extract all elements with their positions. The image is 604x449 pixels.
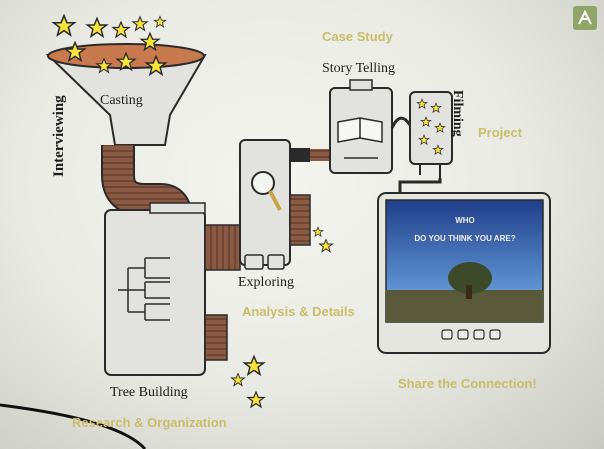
exploring-box — [240, 140, 290, 269]
label-tree-building: Tree Building — [110, 386, 188, 400]
label-case-study: Case Study — [322, 30, 393, 43]
label-casting: Casting — [100, 94, 143, 108]
tree-building-box — [105, 203, 205, 375]
tree-outlet-pipe — [205, 315, 227, 360]
book-icon — [338, 118, 382, 142]
label-project: Project — [478, 126, 522, 139]
screen-line2: DO YOU THINK YOU ARE? — [400, 234, 530, 243]
label-exploring: Exploring — [238, 276, 294, 290]
story-telling-box — [330, 80, 392, 173]
screen-line1: WHO — [450, 216, 480, 225]
label-research-organization: Research & Organization — [72, 416, 227, 429]
tree-explore-pipe — [205, 225, 240, 270]
filming-box — [410, 92, 452, 178]
label-filming: Filming — [450, 90, 464, 137]
label-analysis-details: Analysis & Details — [242, 305, 355, 318]
label-share-connection: Share the Connection! — [398, 377, 537, 390]
exploring-outlet-pipe — [290, 195, 310, 245]
label-story-telling: Story Telling — [322, 62, 395, 76]
corner-logo-icon — [573, 6, 597, 30]
label-interviewing: Interviewing — [52, 95, 67, 177]
